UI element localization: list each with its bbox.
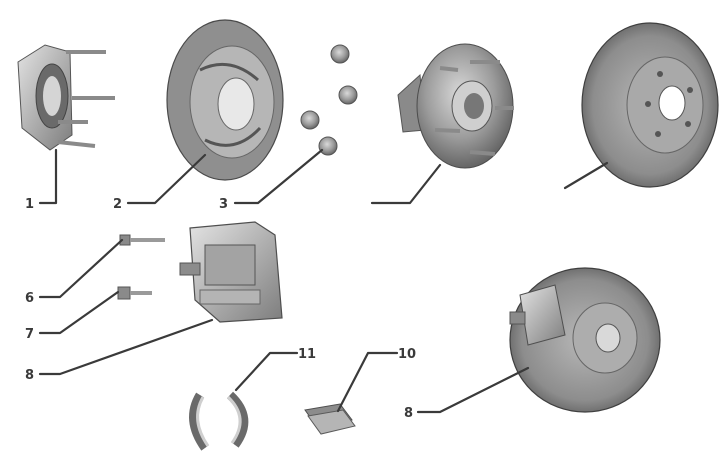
leader-10: [336, 351, 399, 413]
leader-4: [370, 163, 442, 205]
caliper-icon: [179, 221, 283, 323]
callout-8-caliper: 8: [25, 368, 34, 383]
leader-8b: [416, 366, 530, 414]
callout-10: 10: [398, 347, 416, 362]
lug-nut-icon: [300, 44, 358, 156]
parking-brake-shoe-icon: [189, 391, 249, 451]
disc-caliper-assembly-icon: [509, 267, 661, 413]
callout-6: 6: [25, 291, 34, 306]
callout-1: 1: [25, 197, 34, 212]
callout-11: 11: [298, 347, 316, 362]
hub-bearing-icon: [397, 43, 514, 169]
brake-pad-icon: [304, 403, 356, 435]
leader-5: [563, 161, 609, 190]
brake-disc-icon: [581, 22, 719, 188]
leader-3: [233, 148, 324, 205]
leader-1: [38, 148, 58, 205]
callout-numbers: 1 2 3 6 7 8 11 10 8: [25, 197, 416, 421]
callout-8-assembly: 8: [404, 406, 413, 421]
wheel-carrier-icon: [17, 44, 115, 151]
leader-7: [38, 290, 120, 335]
backing-plate-drum-icon: [166, 19, 284, 181]
leader-lines: [38, 148, 609, 414]
bolt-icon: [117, 286, 152, 300]
leader-11: [234, 351, 299, 392]
callout-7: 7: [25, 327, 34, 342]
leader-6: [38, 238, 124, 299]
callout-3: 3: [219, 197, 228, 212]
bolt-icon: [119, 234, 165, 246]
leader-2: [126, 153, 207, 205]
leader-8a: [38, 318, 214, 376]
callout-2: 2: [113, 197, 122, 212]
